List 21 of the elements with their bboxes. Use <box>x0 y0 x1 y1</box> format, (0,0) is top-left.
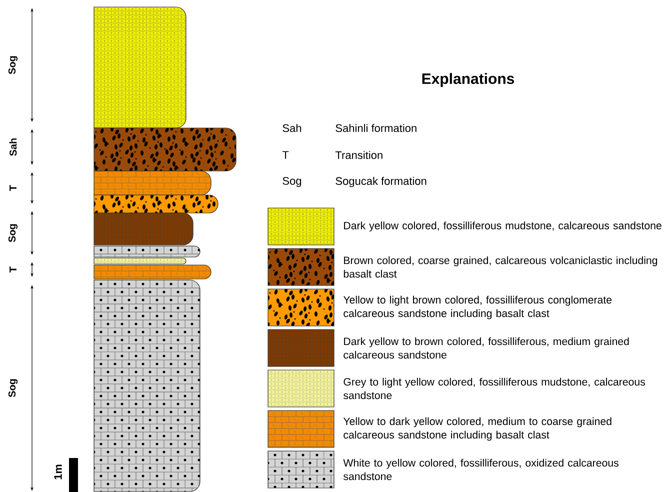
formation-label: T <box>10 185 16 191</box>
formation-label: Sog <box>8 56 18 74</box>
legend-heading: Explanations <box>422 73 514 87</box>
abbreviation: Sog <box>282 177 302 187</box>
scale-label: 1m <box>54 464 62 480</box>
legend-text: Yellow to light brown colored, fossilliferous conglomerate calcareous sandstone including basalt clast <box>343 296 612 320</box>
legend-text: Grey to light yellow colored, fossilliferous mudstone, calcareous sandstone <box>344 378 645 400</box>
formation-name: Sogucak formation <box>336 176 426 188</box>
formation-name: Sahinli formation <box>336 124 416 132</box>
formation-label: Sah <box>9 138 17 156</box>
abbreviation: T <box>282 151 289 159</box>
formation-label: T <box>10 266 16 272</box>
legend-text: Brown colored, coarse grained, calcareous volcaniclastic including basalt clast <box>344 256 658 278</box>
formation-label: Sog <box>8 379 18 398</box>
abbreviation: Sah <box>282 124 302 132</box>
formation-name: Transition <box>335 150 382 160</box>
legend-text: Dark yellow to brown colored, fossilliferous, medium grained calcareous sandstone <box>344 337 629 359</box>
formation-label: Sog <box>8 224 18 242</box>
legend-text: Dark yellow colored, fossilliferous mudstone, calcareous sandstone <box>344 222 662 232</box>
legend-text: Yellow to dark yellow colored, medium to coarse grained calcareous sandstone including basalt clast <box>343 417 612 441</box>
legend-text: White to yellow colored, fossilliferous, oxidized calcareous sandstone <box>343 458 618 480</box>
